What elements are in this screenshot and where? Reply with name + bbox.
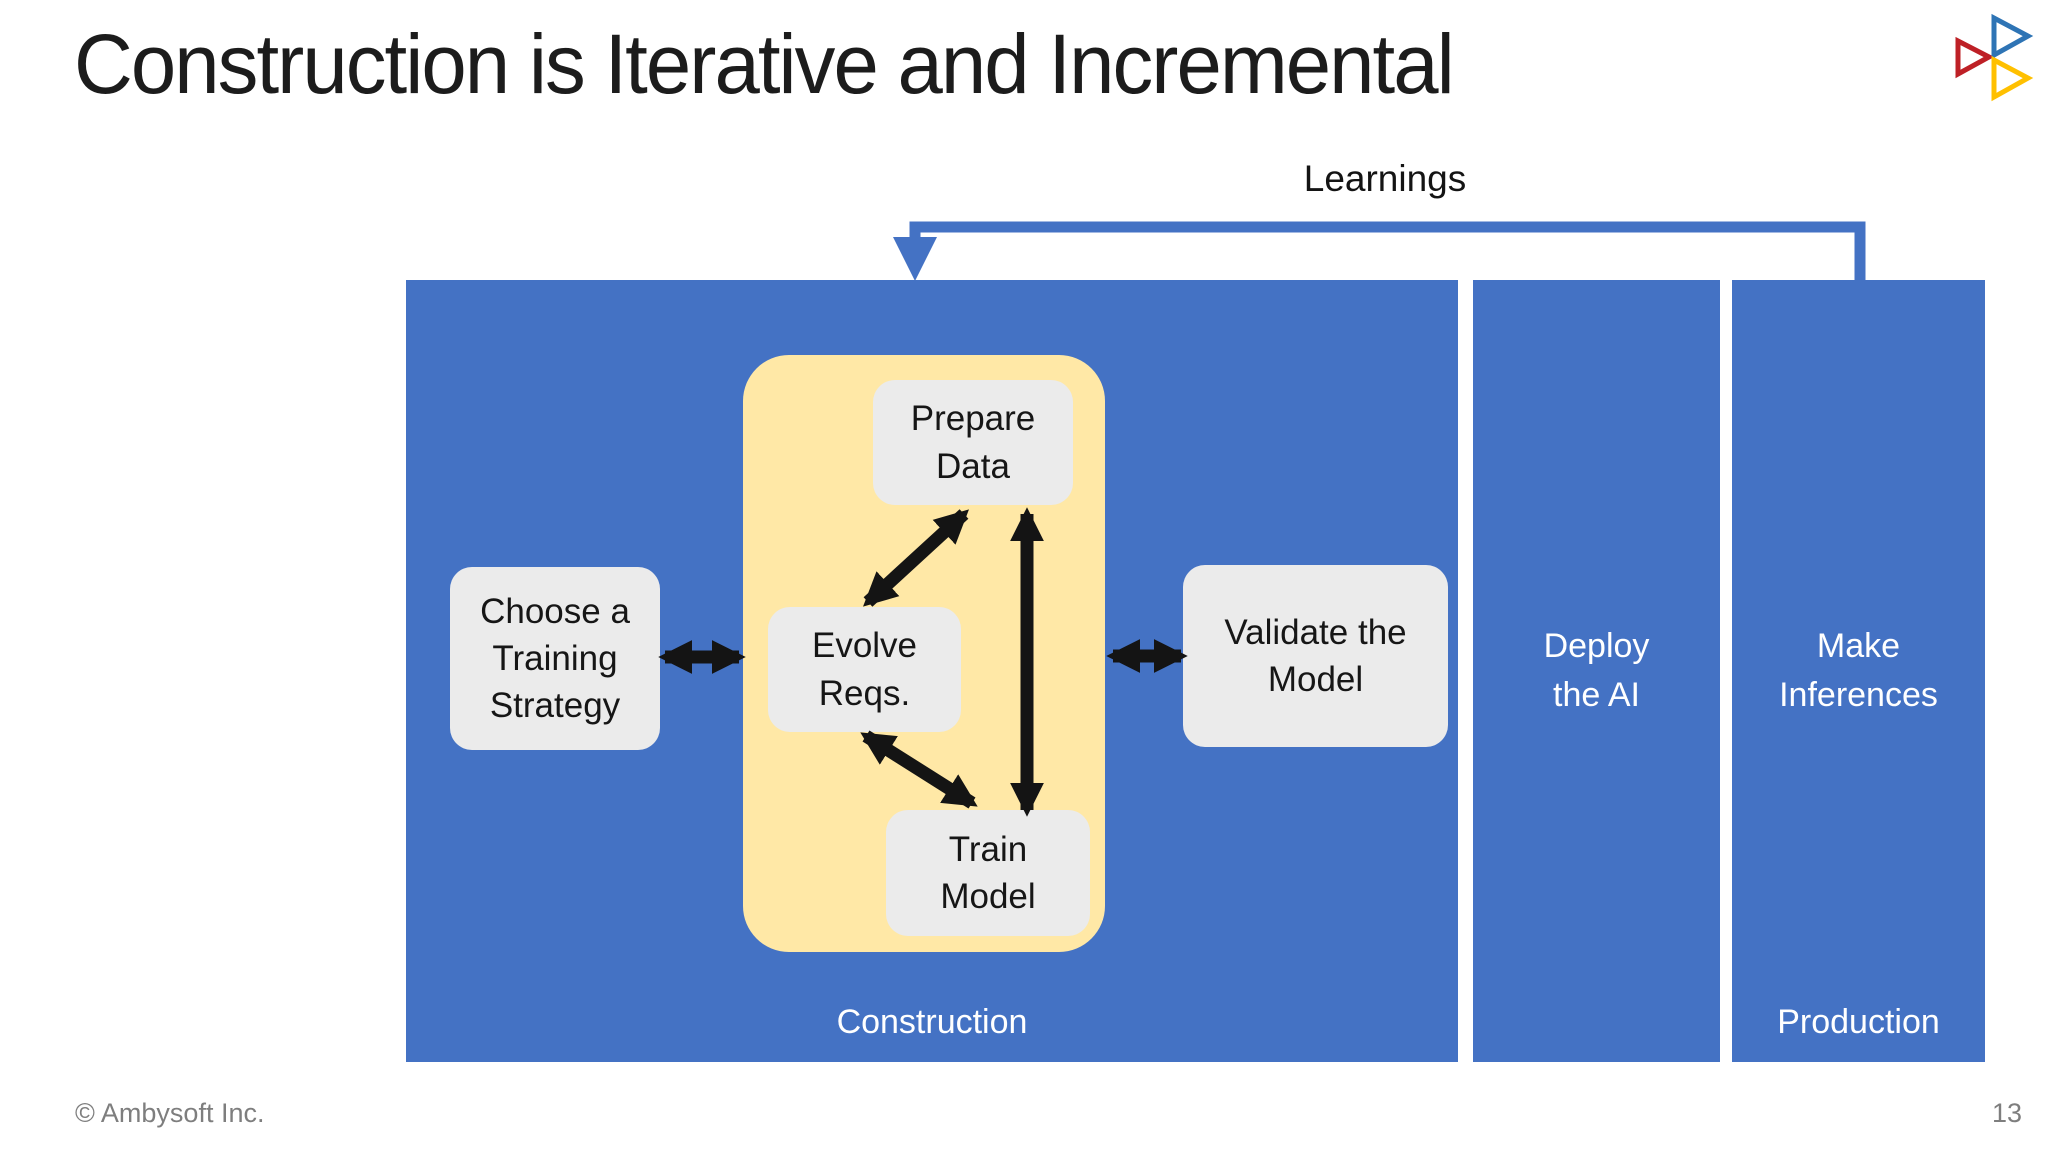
construction-phase-label: Construction <box>836 1003 1028 1041</box>
make-inferences-label: Make Inferences <box>1779 626 1938 714</box>
production-phase-box: Make Inferences Production <box>1732 280 1985 1062</box>
choose-training-strategy-node: Choose a Training Strategy <box>450 567 660 750</box>
deploy-phase-box: Deploy the AI <box>1473 280 1720 1062</box>
copyright-text: © Ambysoft Inc. <box>75 1098 265 1128</box>
deploy-phase-label: Deploy the AI <box>1543 626 1650 714</box>
logo-triangle-blue <box>1991 13 2034 60</box>
ambysoft-logo-icon <box>1950 4 2048 110</box>
learnings-feedback-arrow <box>893 221 1866 281</box>
validate-model-node: Validate the Model <box>1183 565 1448 747</box>
page-number: 13 <box>1991 1098 2022 1128</box>
logo-triangle-red <box>1955 36 1995 79</box>
learnings-label: Learnings <box>1303 158 1467 199</box>
slide-title: Construction is Iterative and Incrementa… <box>74 17 1455 111</box>
prepare-data-node: Prepare Data <box>873 380 1073 505</box>
production-phase-label: Production <box>1777 1003 1940 1041</box>
evolve-reqs-node: Evolve Reqs. <box>768 607 961 732</box>
logo-triangle-yellow <box>1991 55 2034 102</box>
train-model-node: Train Model <box>886 810 1090 936</box>
